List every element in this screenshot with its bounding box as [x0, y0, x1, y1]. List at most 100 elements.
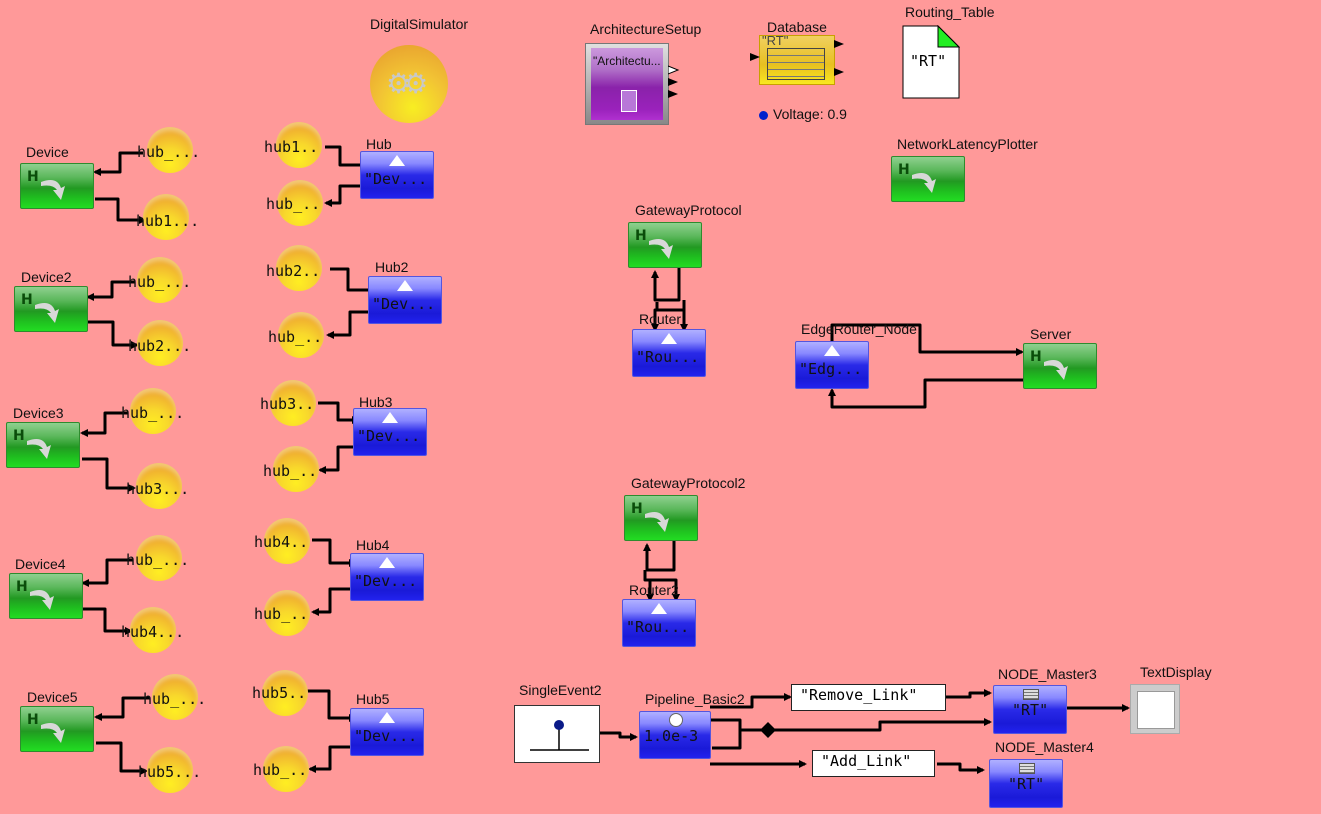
hub-port-label: hub_...: [128, 273, 192, 291]
wire: [308, 745, 352, 773]
hub-port-ball[interactable]: [262, 670, 308, 716]
h-icon: H: [27, 712, 39, 728]
hub-label: Hub5: [356, 691, 390, 707]
hub-actor[interactable]: "Dev...: [350, 553, 424, 601]
wire: [651, 268, 681, 302]
refresh-icon: [669, 713, 683, 727]
gears-icon: ⚙⚙: [386, 67, 428, 100]
database-actor[interactable]: "RT": [759, 33, 835, 85]
device-label: Device: [26, 144, 69, 160]
hub-label: Hub: [366, 136, 392, 152]
single-event-label: SingleEvent2: [519, 682, 602, 698]
hub-port-ball[interactable]: [263, 746, 309, 792]
device-actor[interactable]: H: [9, 573, 83, 619]
gateway-protocol-actor[interactable]: H: [628, 222, 702, 268]
node-master4-value: "RT": [1008, 775, 1045, 793]
hub-label: Hub3: [359, 394, 393, 410]
hub-value: "Dev...: [354, 727, 418, 745]
server-actor[interactable]: H: [1023, 343, 1097, 389]
gateway-protocol-label: GatewayProtocol: [635, 202, 742, 218]
hub-port-ball[interactable]: [137, 257, 183, 303]
hub-actor[interactable]: "Dev...: [360, 151, 434, 199]
device-actor[interactable]: H: [20, 706, 94, 752]
network-latency-plotter-actor[interactable]: H: [891, 156, 965, 202]
add-link-const[interactable]: "Add_Link": [812, 750, 935, 777]
curved-arrow-icon: [41, 723, 65, 743]
hub-port-label: hub_...: [126, 551, 190, 569]
device-actor[interactable]: H: [6, 422, 80, 468]
h-icon: H: [898, 162, 910, 178]
output-ports[interactable]: [668, 64, 682, 104]
h-icon: H: [635, 228, 647, 244]
wire: [643, 540, 676, 572]
device-actor[interactable]: H: [14, 286, 88, 332]
hub-port-ball[interactable]: [270, 380, 316, 426]
hub-port-label: hub5...: [138, 763, 202, 781]
triangle-icon: [397, 280, 413, 291]
wire: [318, 401, 360, 424]
hub-port-ball[interactable]: [130, 607, 176, 653]
hub-port-ball[interactable]: [276, 245, 322, 291]
hub-actor[interactable]: "Dev...: [368, 276, 442, 324]
triangle-icon: [382, 412, 398, 423]
router-actor[interactable]: "Rou...: [632, 329, 706, 377]
hub-port-ball[interactable]: [147, 747, 193, 793]
hub-port-ball[interactable]: [264, 518, 310, 564]
device-label: Device2: [21, 269, 72, 285]
text-display-actor[interactable]: [1130, 684, 1180, 734]
node-master3-actor[interactable]: "RT": [993, 685, 1067, 734]
architecture-setup-actor[interactable]: "Architectu...: [585, 43, 680, 125]
gateway-protocol2-actor[interactable]: H: [624, 495, 698, 541]
hub-port-ball[interactable]: [152, 674, 198, 720]
wire: [324, 184, 362, 207]
hub-port-ball[interactable]: [130, 388, 176, 434]
hub-port-ball[interactable]: [136, 463, 182, 509]
voltage-parameter[interactable]: Voltage: 0.9: [773, 106, 847, 122]
curved-arrow-icon: [912, 173, 936, 193]
pipeline-label: Pipeline_Basic2: [645, 691, 745, 707]
hub-port-label: hub_...: [143, 690, 207, 708]
routing-table-file[interactable]: "RT": [902, 24, 961, 99]
router2-actor[interactable]: "Rou...: [622, 599, 696, 647]
hub-port-label: hub_..: [263, 462, 318, 480]
remove-link-const[interactable]: "Remove_Link": [791, 684, 946, 711]
hub-actor[interactable]: "Dev...: [350, 708, 424, 756]
hub-port-label: hub_..: [266, 195, 321, 213]
device-actor[interactable]: H: [20, 163, 94, 209]
hub-port-label: hub_..: [253, 761, 308, 779]
hub-actor[interactable]: "Dev...: [353, 408, 427, 456]
hub-port-ball[interactable]: [143, 194, 189, 240]
hub-port-ball[interactable]: [273, 446, 319, 492]
hub-port-label: hub4..: [254, 533, 309, 551]
hub-port-ball[interactable]: [137, 320, 183, 366]
hub-port-ball[interactable]: [147, 127, 193, 173]
database-ports[interactable]: [748, 38, 848, 83]
pipeline-actor[interactable]: 1.0e-3: [639, 711, 711, 759]
node-master4-label: NODE_Master4: [995, 739, 1094, 755]
hub-port-label: hub5..: [252, 684, 307, 702]
router-label: Router: [639, 311, 682, 327]
node-master4-actor[interactable]: "RT": [989, 759, 1063, 808]
triangle-icon: [661, 333, 677, 344]
hub-port-ball[interactable]: [276, 122, 322, 168]
table-icon: [767, 48, 825, 80]
digital-simulator-director[interactable]: ⚙⚙: [370, 45, 448, 123]
router2-value: "Rou...: [626, 618, 690, 636]
edge-router-value: "Edg...: [799, 360, 863, 378]
wire: [945, 689, 992, 699]
wire: [600, 731, 638, 741]
triangle-icon: [651, 603, 667, 614]
edge-router-actor[interactable]: "Edg...: [795, 341, 869, 389]
hub-port-label: hub_...: [121, 404, 185, 422]
hub-port-ball[interactable]: [278, 312, 324, 358]
hub-label: Hub4: [356, 537, 390, 553]
hub-port-ball[interactable]: [277, 180, 323, 226]
wire: [93, 151, 143, 176]
hub-port-ball[interactable]: [264, 590, 310, 636]
h-icon: H: [631, 501, 643, 517]
hub-port-label: hub2...: [128, 337, 192, 355]
curved-arrow-icon: [30, 590, 54, 610]
curved-arrow-icon: [649, 239, 673, 259]
hub-port-ball[interactable]: [136, 535, 182, 581]
single-event-actor[interactable]: [514, 705, 600, 763]
